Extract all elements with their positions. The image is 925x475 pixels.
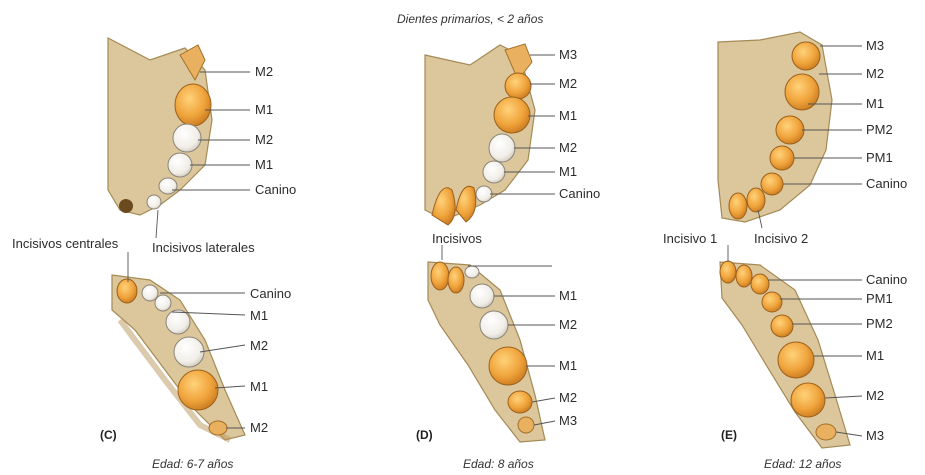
- label-d-upper-canine: Canino: [559, 187, 600, 201]
- label-d-lower-m3: M3: [559, 414, 577, 428]
- label-e-lower-m3: M3: [866, 429, 884, 443]
- label-d-incisors: Incisivos: [432, 232, 482, 246]
- panel-d-upper-jaw: [425, 44, 535, 225]
- label-c-lower-m2: M2: [250, 421, 268, 435]
- label-d-lower-m1: M1: [559, 359, 577, 373]
- panel-c-letter: (C): [100, 428, 117, 442]
- label-c-lower-m1: M1: [250, 380, 268, 394]
- label-e-lower-pm2: PM2: [866, 317, 893, 331]
- label-c-upper-canine: Canino: [255, 183, 296, 197]
- label-e-upper-pm1: PM1: [866, 151, 893, 165]
- panel-e-lower-jaw: [720, 261, 850, 448]
- label-e-upper-m1: M1: [866, 97, 884, 111]
- label-c-central-incisors: Incisivos centrales: [12, 237, 118, 251]
- label-c-upper-m1: M1: [255, 103, 273, 117]
- panel-d-age: Edad: 8 años: [463, 457, 534, 471]
- panel-c-lower-jaw: [112, 275, 245, 440]
- label-e-lower-canine: Canino: [866, 273, 907, 287]
- label-e-upper-canine: Canino: [866, 177, 907, 191]
- label-c-lower-m1-primary: M1: [250, 309, 268, 323]
- top-caption: Dientes primarios, < 2 años: [397, 12, 543, 26]
- label-e-upper-m2: M2: [866, 67, 884, 81]
- label-e-lower-pm1: PM1: [866, 292, 893, 306]
- label-e-lower-m1: M1: [866, 349, 884, 363]
- label-d-lower-m1-primary: M1: [559, 289, 577, 303]
- label-e-upper-pm2: PM2: [866, 123, 893, 137]
- label-e-incisor-2: Incisivo 2: [754, 232, 808, 246]
- label-d-lower-m2: M2: [559, 391, 577, 405]
- label-d-upper-m3: M3: [559, 48, 577, 62]
- label-c-upper-m2-primary: M2: [255, 133, 273, 147]
- panel-c-upper-jaw: [108, 38, 212, 215]
- label-d-upper-m1: M1: [559, 109, 577, 123]
- label-c-lateral-incisors: Incisivos laterales: [152, 241, 255, 255]
- label-e-upper-m3: M3: [866, 39, 884, 53]
- label-e-incisor-1: Incisivo 1: [663, 232, 717, 246]
- label-c-lower-canine: Canino: [250, 287, 291, 301]
- panel-e-age: Edad: 12 años: [764, 457, 841, 471]
- panel-c-age: Edad: 6-7 años: [152, 457, 233, 471]
- label-c-upper-m2: M2: [255, 65, 273, 79]
- panel-d-lower-jaw: [428, 262, 545, 442]
- panel-e-upper-jaw: [718, 32, 832, 222]
- label-e-lower-m2: M2: [866, 389, 884, 403]
- panel-d-letter: (D): [416, 428, 433, 442]
- panel-e-letter: (E): [721, 428, 737, 442]
- label-d-lower-m2-primary: M2: [559, 318, 577, 332]
- label-c-upper-m1-primary: M1: [255, 158, 273, 172]
- label-d-upper-m1-primary: M1: [559, 165, 577, 179]
- label-c-lower-m2-primary: M2: [250, 339, 268, 353]
- label-d-upper-m2-primary: M2: [559, 141, 577, 155]
- label-d-upper-m2: M2: [559, 77, 577, 91]
